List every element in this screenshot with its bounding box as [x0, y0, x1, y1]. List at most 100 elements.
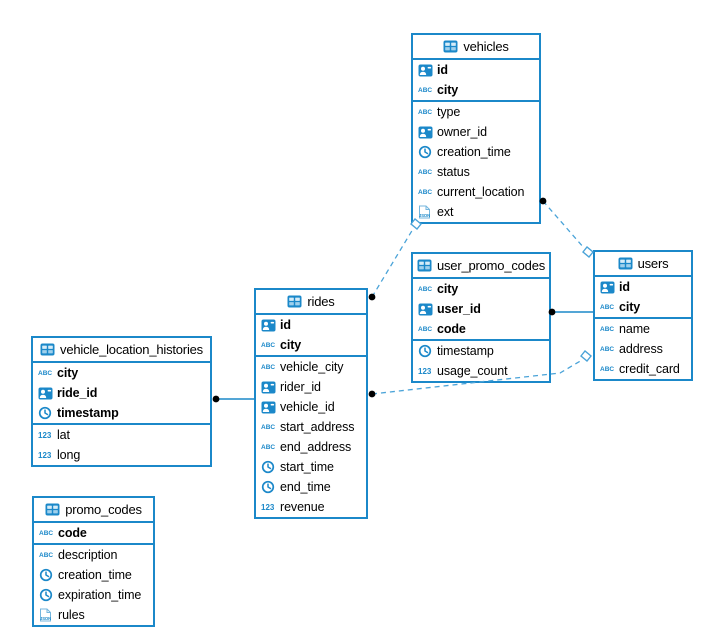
text-type-icon: ABC [261, 363, 276, 371]
text-type-icon: ABC [261, 341, 276, 349]
field-row-start_time[interactable]: start_time [256, 457, 366, 477]
table-icon [40, 343, 55, 356]
text-type-icon: ABC [418, 189, 437, 196]
person-id-icon [418, 126, 437, 139]
text-type-icon: ABC [418, 109, 437, 116]
svg-text:JSON: JSON [419, 213, 430, 218]
field-name: start_address [280, 420, 355, 434]
relation-line-rides-to-users[interactable] [371, 359, 583, 395]
person-id-icon [261, 319, 280, 332]
text-type-icon: ABC [600, 346, 619, 353]
text-type-icon: ABC [418, 108, 433, 116]
field-row-expiration_time[interactable]: expiration_time [34, 585, 153, 605]
number-type-icon: 123 [38, 451, 57, 460]
field-name: long [57, 448, 81, 462]
relation-line-vehicles-to-users[interactable] [542, 200, 585, 249]
field-name: credit_card [619, 362, 680, 376]
field-name: code [58, 526, 87, 540]
table-name: promo_codes [65, 502, 142, 517]
field-name: code [437, 322, 466, 336]
timestamp-icon [418, 344, 432, 358]
field-row-creation_time[interactable]: creation_time [413, 142, 539, 162]
field-row-creation_time[interactable]: creation_time [34, 565, 153, 585]
timestamp-icon [418, 145, 432, 159]
table-name: vehicles [463, 39, 509, 54]
table-header-rides[interactable]: rides [256, 290, 366, 315]
field-row-timestamp[interactable]: timestamp [413, 341, 549, 361]
field-row-user_id[interactable]: user_id [413, 299, 549, 319]
number-type-icon: 123 [261, 503, 280, 512]
text-type-icon: ABC [261, 424, 280, 431]
text-type-icon: ABC [261, 342, 280, 349]
field-name: city [437, 282, 459, 296]
table-header-users[interactable]: users [595, 252, 691, 277]
table-icon [45, 503, 60, 516]
table-icon [287, 295, 302, 308]
text-type-icon: ABC [39, 552, 58, 559]
field-row-owner_id[interactable]: owner_id [413, 122, 539, 142]
field-name: name [619, 322, 650, 336]
person-id-icon [261, 319, 276, 331]
field-name: current_location [437, 185, 525, 199]
field-row-id[interactable]: id [413, 60, 539, 80]
field-name: creation_time [58, 568, 132, 582]
field-name: end_address [280, 440, 352, 454]
table-header-promo_codes[interactable]: promo_codes [34, 498, 153, 523]
field-row-id[interactable]: id [256, 315, 366, 335]
table-header-vehicles[interactable]: vehicles [413, 35, 539, 60]
text-type-icon: ABC [39, 551, 54, 559]
table-header-user_promo_codes[interactable]: user_promo_codes [413, 254, 549, 279]
table-header-vehicle_location_histories[interactable]: vehicle_location_histories [33, 338, 210, 363]
field-name: rider_id [280, 380, 321, 394]
text-type-icon: ABC [600, 345, 615, 353]
field-name: city [57, 366, 79, 380]
field-row-ride_id[interactable]: ride_id [33, 383, 210, 403]
number-type-icon: 123 [418, 367, 437, 376]
field-row-rider_id[interactable]: rider_id [256, 377, 366, 397]
field-row-id[interactable]: id [595, 277, 691, 297]
table-icon [443, 40, 458, 53]
timestamp-icon [38, 406, 57, 420]
table-icon [417, 259, 432, 272]
field-row-timestamp[interactable]: timestamp [33, 403, 210, 423]
field-name: id [619, 280, 630, 294]
field-row-end_time[interactable]: end_time [256, 477, 366, 497]
relation-line-rides-to-vehicles[interactable] [371, 228, 414, 298]
timestamp-icon [261, 480, 280, 494]
field-name: revenue [280, 500, 325, 514]
field-row-vehicle_id[interactable]: vehicle_id [256, 397, 366, 417]
